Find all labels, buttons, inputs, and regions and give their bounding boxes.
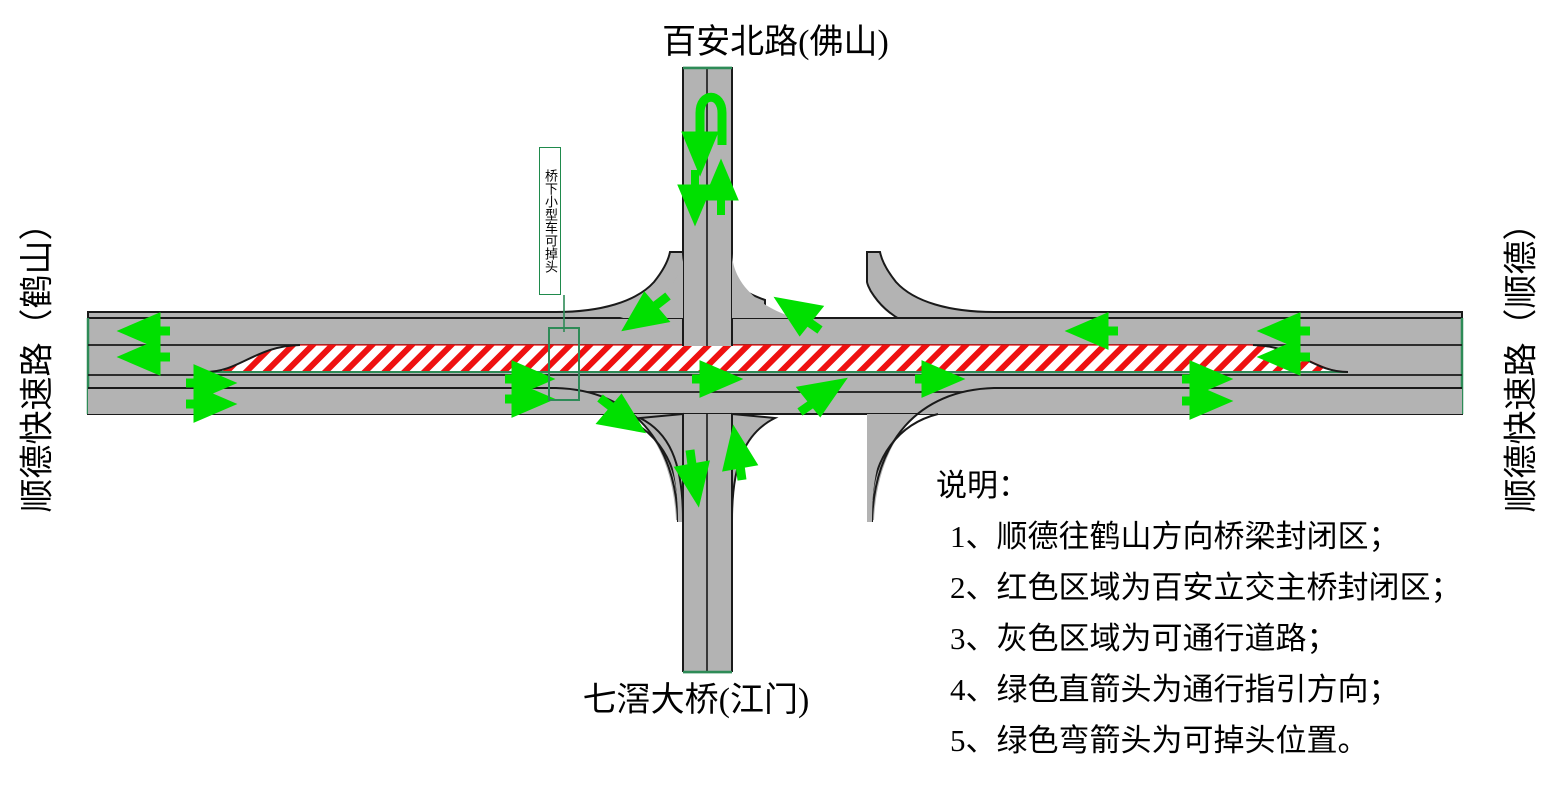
arrow-west-2 xyxy=(116,338,170,376)
legend-item-4: 4、绿色直箭头为通行指引方向； xyxy=(950,672,1400,707)
uturn-note-text: 桥下小型车可掉头 xyxy=(543,169,558,273)
arrow-ramp-nw xyxy=(621,291,671,332)
se-ramp[interactable] xyxy=(867,388,1462,520)
legend: 说明： 1、顺德往鹤山方向桥梁封闭区； 2、红色区域为百安立交主桥封闭区； 3、… xyxy=(930,460,1530,766)
arrow-east-3 xyxy=(1182,360,1234,398)
legend-item-2: 2、红色区域为百安立交主桥封闭区； xyxy=(950,570,1462,605)
arrow-ramp-ne xyxy=(773,296,825,337)
legend-item-1: 1、顺德往鹤山方向桥梁封闭区； xyxy=(950,519,1400,554)
ne-ramp-shape xyxy=(866,251,1463,339)
arrow-ramp-sw xyxy=(595,393,647,434)
arrow-east-4 xyxy=(1182,382,1234,420)
uturn-arrow-north[interactable] xyxy=(681,92,727,177)
sw-ramp[interactable] xyxy=(88,388,683,520)
label-road-north: 百安北路(佛山) xyxy=(662,24,889,61)
arrow-east-mid-2 xyxy=(505,380,556,418)
arrow-east-2 xyxy=(186,385,238,423)
south-fork-east xyxy=(867,424,902,522)
arrow-ramp-se xyxy=(795,377,848,418)
arrow-west-4 xyxy=(1256,312,1310,350)
guide-arrows xyxy=(116,92,1310,508)
arrow-east-center xyxy=(692,360,744,398)
arrow-east-mid-3 xyxy=(915,360,966,398)
arrow-east-mid-1 xyxy=(505,360,556,398)
legend-title: 说明： xyxy=(936,468,1029,503)
uturn-note-box[interactable]: 桥下小型车可掉头 xyxy=(539,147,561,295)
label-road-west: 顺德快速路（鹤山） xyxy=(19,206,57,513)
arrow-south-up xyxy=(722,424,759,481)
uturn-marker[interactable] xyxy=(548,295,580,401)
arrow-north-down xyxy=(677,170,713,227)
south-taper-west xyxy=(636,412,684,521)
ne-fillet xyxy=(732,252,795,318)
arrow-west-3 xyxy=(1064,312,1118,350)
arrow-south-down xyxy=(673,449,710,508)
closed-bridge-zone[interactable] xyxy=(204,344,1349,373)
label-road-south: 七滘大桥(江门) xyxy=(582,682,810,719)
arrow-west-1 xyxy=(116,312,170,350)
legend-item-3: 3、灰色区域为可通行道路； xyxy=(950,621,1338,656)
arrow-east-1 xyxy=(186,364,238,402)
arrow-west-5 xyxy=(1256,338,1310,376)
arrow-north-up xyxy=(703,158,739,215)
legend-item-5: 5、绿色弯箭头为可掉头位置。 xyxy=(950,723,1369,758)
